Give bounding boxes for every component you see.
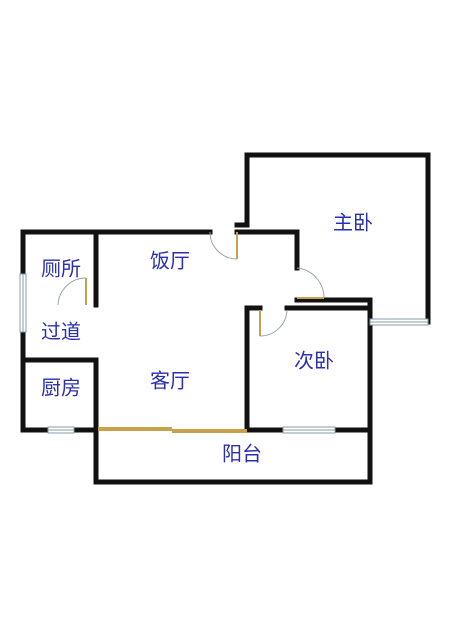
balcony-sliding-door [98, 427, 247, 433]
master-bedroom-window [369, 318, 429, 326]
label-toilet: 厕所 [41, 257, 81, 281]
master-bedroom-walls [234, 152, 431, 325]
balcony-walls [93, 427, 373, 485]
second-bedroom-window [282, 426, 336, 434]
label-master-bedroom: 主卧 [333, 211, 373, 235]
second-bedroom-walls [244, 305, 263, 433]
label-balcony: 阳台 [222, 442, 262, 466]
label-second-bedroom: 次卧 [294, 349, 334, 373]
doors [57, 231, 325, 337]
label-corridor: 过道 [41, 320, 81, 344]
second-bedroom-door [259, 309, 288, 337]
toilet-door [57, 277, 87, 306]
label-living-room: 客厅 [150, 369, 190, 393]
master-bedroom-door [296, 267, 325, 299]
room-labels: 主卧 饭厅 厕所 过道 次卧 厨房 客厅 阳台 [41, 211, 373, 466]
dining-door [209, 231, 238, 260]
toilet-window [19, 273, 27, 333]
label-kitchen: 厨房 [41, 376, 81, 400]
kitchen-window [47, 426, 75, 434]
second-bedroom-right-wall [284, 305, 373, 433]
dining-top-wall-right [234, 229, 300, 271]
windows [19, 273, 429, 434]
label-dining-room: 饭厅 [150, 249, 190, 273]
